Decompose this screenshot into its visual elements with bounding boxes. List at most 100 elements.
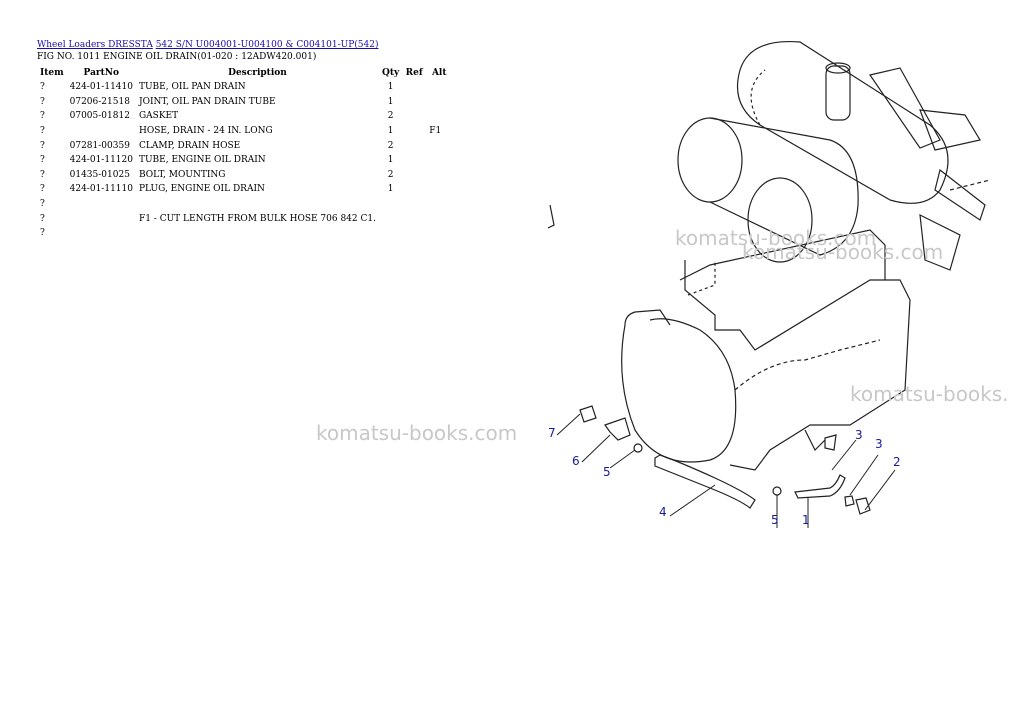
cell-ref bbox=[402, 197, 426, 212]
parts-table: Item PartNo Description Qty Ref Alt ?424… bbox=[37, 66, 452, 241]
cell-item: ? bbox=[40, 169, 45, 180]
cell-description bbox=[136, 226, 379, 241]
leader-lines bbox=[556, 413, 896, 528]
callout-3: 3 bbox=[855, 428, 863, 442]
table-row: ? 424-01-11410 TUBE, OIL PAN DRAIN 1 bbox=[37, 80, 452, 95]
breadcrumb-link-serial[interactable]: 542 S/N U004001-U004100 & C004101-UP(542… bbox=[155, 40, 379, 50]
cell-item: ? bbox=[40, 184, 45, 195]
cell-alt bbox=[426, 109, 452, 124]
cell-qty bbox=[379, 226, 402, 241]
cell-item: ? bbox=[40, 82, 45, 93]
watermark: komatsu-books. bbox=[850, 382, 1009, 406]
cell-description: BOLT, MOUNTING bbox=[138, 169, 226, 180]
cell-ref bbox=[402, 124, 426, 139]
cell-ref bbox=[402, 80, 426, 95]
cell-description: F1 - CUT LENGTH FROM BULK HOSE 706 842 C… bbox=[138, 213, 376, 224]
cell-ref bbox=[402, 95, 426, 110]
table-row: ? bbox=[37, 226, 452, 241]
callout-3-second: 3 bbox=[875, 437, 883, 451]
cell-alt bbox=[426, 80, 452, 95]
cell-ref bbox=[402, 211, 426, 226]
cell-ref bbox=[402, 168, 426, 183]
cell-qty bbox=[379, 211, 402, 226]
cell-partno: 424-01-11120 bbox=[69, 155, 133, 166]
breadcrumb-link-model[interactable]: Wheel Loaders DRESSTA bbox=[37, 40, 153, 50]
cell-partno bbox=[67, 211, 136, 226]
table-row: ? 07206-21518 JOINT, OIL PAN DRAIN TUBE 1 bbox=[37, 95, 452, 110]
cell-qty: 1 bbox=[387, 184, 394, 195]
cell-qty: 2 bbox=[387, 169, 394, 180]
table-row: ? F1 - CUT LENGTH FROM BULK HOSE 706 842 … bbox=[37, 211, 452, 226]
cell-qty: 2 bbox=[387, 140, 394, 151]
cell-partno: 01435-01025 bbox=[69, 169, 130, 180]
callout-7: 7 bbox=[548, 426, 556, 440]
header-description: Description bbox=[228, 68, 287, 78]
header-item: Item bbox=[40, 68, 64, 78]
header-qty: Qty bbox=[381, 68, 400, 78]
callout-5: 5 bbox=[603, 465, 611, 479]
cell-qty: 2 bbox=[387, 111, 394, 122]
cell-description: JOINT, OIL PAN DRAIN TUBE bbox=[138, 96, 276, 107]
header-alt: Alt bbox=[431, 68, 447, 78]
cell-description: GASKET bbox=[138, 111, 179, 122]
callout-6: 6 bbox=[572, 454, 580, 468]
cell-ref bbox=[402, 182, 426, 197]
cell-partno bbox=[67, 197, 136, 212]
cell-ref bbox=[402, 138, 426, 153]
cell-alt: F1 bbox=[429, 126, 442, 137]
cell-partno: 424-01-11410 bbox=[69, 82, 133, 93]
cell-description: HOSE, DRAIN - 24 IN. LONG bbox=[138, 126, 273, 137]
cell-alt bbox=[426, 168, 452, 183]
cell-item: ? bbox=[40, 155, 45, 166]
cell-item: ? bbox=[40, 96, 45, 107]
parts-drawing bbox=[547, 204, 871, 515]
cell-description: CLAMP, DRAIN HOSE bbox=[138, 140, 241, 151]
cell-partno: 424-01-11110 bbox=[69, 184, 133, 195]
header-ref: Ref bbox=[405, 68, 423, 78]
muffler-drawing bbox=[736, 40, 949, 204]
cell-partno bbox=[67, 124, 136, 139]
callout-2: 2 bbox=[893, 455, 901, 469]
air-cleaner-drawing bbox=[677, 117, 859, 263]
callout-4: 4 bbox=[659, 505, 667, 519]
callout-5-lower: 5 bbox=[771, 513, 779, 527]
table-row: ? 424-01-11120 TUBE, ENGINE OIL DRAIN 1 bbox=[37, 153, 452, 168]
table-row: ? 01435-01025 BOLT, MOUNTING 2 bbox=[37, 168, 452, 183]
cell-description: TUBE, OIL PAN DRAIN bbox=[138, 82, 246, 93]
cell-item: ? bbox=[40, 228, 45, 239]
cell-partno: 07206-21518 bbox=[69, 96, 130, 107]
cell-alt bbox=[426, 226, 452, 241]
cell-item: ? bbox=[40, 199, 45, 210]
cell-item: ? bbox=[40, 213, 45, 224]
watermark: komatsu-books.com bbox=[675, 226, 877, 250]
cell-alt bbox=[426, 182, 452, 197]
cell-description bbox=[136, 197, 379, 212]
engine-block-drawing bbox=[621, 229, 911, 471]
cell-qty: 1 bbox=[387, 82, 394, 93]
cell-partno bbox=[67, 226, 136, 241]
cell-description: PLUG, ENGINE OIL DRAIN bbox=[138, 184, 265, 195]
cell-partno: 07005-01812 bbox=[69, 111, 130, 122]
cell-qty: 1 bbox=[387, 155, 394, 166]
cell-item: ? bbox=[40, 140, 45, 151]
cell-description: TUBE, ENGINE OIL DRAIN bbox=[138, 155, 266, 166]
cell-ref bbox=[402, 109, 426, 124]
figure-title: FIG NO. 1011 ENGINE OIL DRAIN(01-020 : 1… bbox=[37, 52, 317, 62]
table-row: ? 424-01-11110 PLUG, ENGINE OIL DRAIN 1 bbox=[37, 182, 452, 197]
cell-alt bbox=[426, 211, 452, 226]
cell-alt bbox=[426, 153, 452, 168]
table-row: ? bbox=[37, 197, 452, 212]
cell-alt bbox=[426, 95, 452, 110]
fan-drawing bbox=[869, 67, 991, 271]
cell-qty: 1 bbox=[387, 96, 394, 107]
table-row: ? 07005-01812 GASKET 2 bbox=[37, 109, 452, 124]
cell-partno: 07281-00359 bbox=[69, 140, 130, 151]
cell-ref bbox=[402, 226, 426, 241]
engine-oil-drain-diagram: 7 6 5 4 5 1 3 3 2 bbox=[547, 40, 991, 528]
cell-item: ? bbox=[40, 111, 45, 122]
cell-ref bbox=[402, 153, 426, 168]
cell-alt bbox=[426, 138, 452, 153]
table-row: ? 07281-00359 CLAMP, DRAIN HOSE 2 bbox=[37, 138, 452, 153]
cell-qty: 1 bbox=[387, 126, 394, 137]
